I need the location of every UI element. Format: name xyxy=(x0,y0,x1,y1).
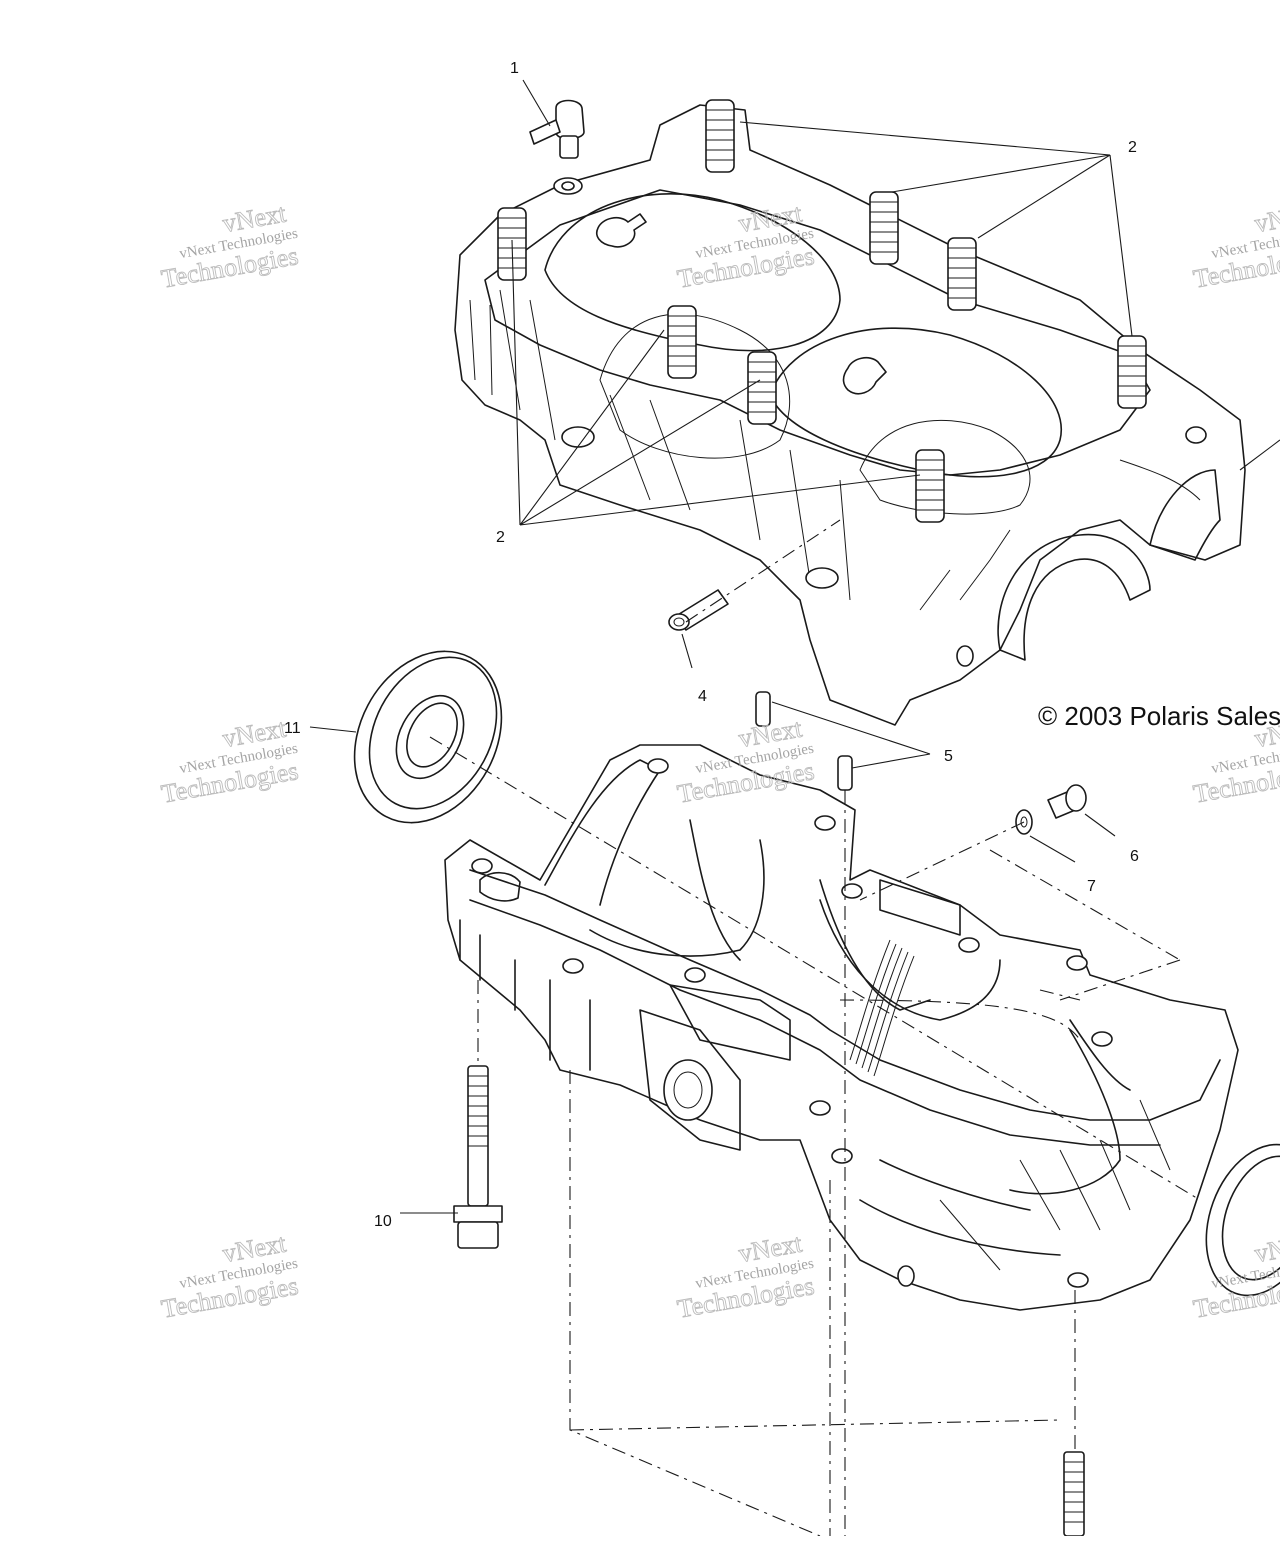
callout-4: 4 xyxy=(698,688,707,705)
leader-lines xyxy=(309,79,1280,1214)
stud xyxy=(705,99,735,173)
callout-2-lower: 2 xyxy=(496,529,505,546)
watermark: vNext vNext Technologies Technologies xyxy=(159,198,301,294)
callout-10: 10 xyxy=(374,1213,392,1230)
stud xyxy=(667,305,697,379)
tube-fitting xyxy=(668,589,729,631)
callout-11: 11 xyxy=(284,720,301,737)
bolt-and-washer xyxy=(1015,784,1087,835)
assembly-lines xyxy=(429,519,1201,1537)
cylinder-studs xyxy=(497,99,1147,523)
stud xyxy=(1117,335,1147,409)
callout-2-upper: 2 xyxy=(1128,139,1137,156)
callout-1: 1 xyxy=(510,60,519,77)
callout-7: 7 xyxy=(1087,878,1096,895)
lower-crankcase xyxy=(444,744,1239,1311)
callout-5: 5 xyxy=(944,748,953,765)
watermark: vNext vNext Technologies Technologies xyxy=(675,1228,817,1324)
upper-crankcase xyxy=(454,104,1246,726)
callout-labels: 1 2 2 4 5 6 7 10 11 xyxy=(284,60,1139,1230)
stud xyxy=(869,191,899,265)
oil-seal-right xyxy=(1205,1143,1280,1297)
dowel-pins xyxy=(755,691,853,791)
stud xyxy=(947,237,977,311)
copyright-notice: © 2003 Polaris Sales xyxy=(1038,701,1280,731)
stud xyxy=(747,351,777,425)
grease-fitting xyxy=(529,99,585,159)
callout-6: 6 xyxy=(1130,848,1139,865)
long-bolt-lower xyxy=(1063,1451,1085,1537)
oil-seal xyxy=(353,650,503,824)
watermark: vNext vNext Technologies Technologies xyxy=(159,1228,301,1324)
stud xyxy=(915,449,945,523)
svg-text:vNext: vNext xyxy=(1252,198,1280,238)
watermark: vNext vNext Technologies Technologies xyxy=(1191,198,1280,294)
watermark: vNext vNext Technologies Technologies xyxy=(159,713,301,809)
long-bolt xyxy=(453,1065,503,1249)
